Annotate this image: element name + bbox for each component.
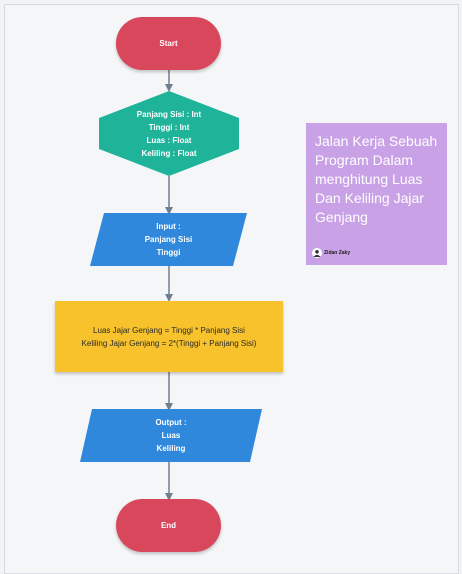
input-line: Panjang Sisi: [144, 235, 193, 244]
declaration-line: Panjang Sisi : Int: [136, 109, 202, 119]
diagram-canvas: [4, 4, 459, 574]
process-box[interactable]: Luas Jajar Genjang = Tinggi * Panjang Si…: [55, 301, 283, 372]
declaration-line: Keliling : Float: [141, 148, 197, 158]
note-author: Zidan Zaky: [312, 248, 350, 258]
declaration-hexagon[interactable]: Panjang Sisi : Int Tinggi : Int Luas : F…: [99, 91, 239, 176]
process-line: Luas Jajar Genjang = Tinggi * Panjang Si…: [93, 325, 245, 335]
declaration-text: Panjang Sisi : Int Tinggi : Int Luas : F…: [137, 108, 201, 160]
sticky-note[interactable]: Jalan Kerja Sebuah Program Dalam menghit…: [306, 123, 447, 265]
output-parallelogram[interactable]: Output : Luas Keliling: [80, 409, 262, 462]
declaration-line: Luas : Float: [146, 135, 192, 145]
start-terminal[interactable]: Start: [116, 17, 221, 70]
author-name: Zidan Zaky: [324, 250, 351, 256]
avatar-icon: [312, 248, 322, 258]
input-parallelogram[interactable]: Input : Panjang Sisi Tinggi: [90, 213, 247, 266]
output-text: Output : Luas Keliling: [155, 416, 186, 455]
output-line: Luas: [161, 431, 181, 440]
input-line: Tinggi: [156, 248, 181, 257]
end-label: End: [160, 521, 177, 530]
process-text: Luas Jajar Genjang = Tinggi * Panjang Si…: [82, 324, 257, 350]
input-text: Input : Panjang Sisi Tinggi: [145, 220, 193, 259]
process-line: Keliling Jajar Genjang = 2*(Tinggi + Pan…: [81, 338, 257, 348]
output-line: Output :: [155, 418, 187, 427]
end-terminal[interactable]: End: [116, 499, 221, 552]
hexagon-shape: [99, 91, 239, 176]
input-line: Input :: [156, 222, 181, 231]
note-text: Jalan Kerja Sebuah Program Dalam menghit…: [315, 133, 438, 225]
declaration-line: Tinggi : Int: [148, 122, 190, 132]
start-label: Start: [159, 39, 178, 48]
parallelogram-shape: [80, 409, 262, 462]
output-line: Keliling: [156, 444, 186, 453]
parallelogram-shape: [90, 213, 247, 266]
